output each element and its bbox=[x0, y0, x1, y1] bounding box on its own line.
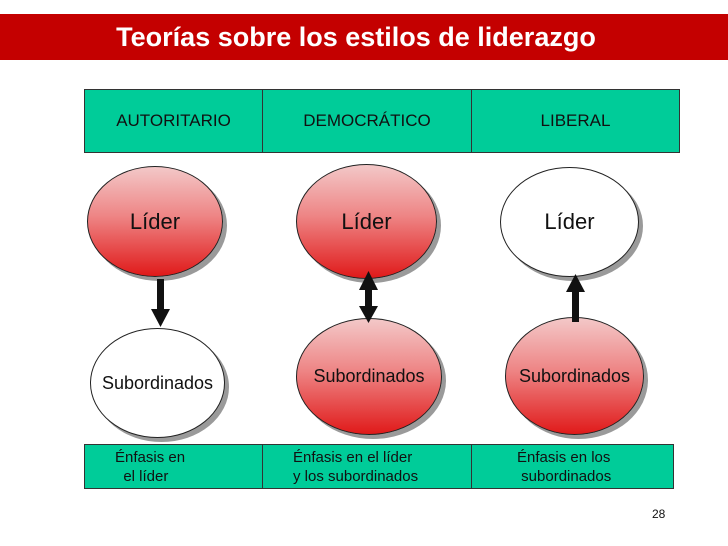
emphasis-line: Énfasis en los bbox=[517, 449, 611, 466]
emphasis-democratico: Énfasis en el líder y los subordinados bbox=[263, 445, 472, 488]
leader-label: Líder bbox=[341, 208, 392, 234]
emphasis-liberal: Énfasis en los subordinados bbox=[472, 445, 673, 488]
emphasis-line: el líder bbox=[115, 468, 169, 485]
leader-label: Líder bbox=[544, 209, 595, 234]
page-number: 28 bbox=[652, 507, 666, 521]
page-title: Teorías sobre los estilos de liderazgo bbox=[116, 21, 596, 52]
leader-ellipse-autoritario: Líder bbox=[87, 166, 223, 277]
leader-ellipse-democratico: Líder bbox=[296, 164, 437, 279]
leader-label: Líder bbox=[129, 208, 181, 234]
leader-ellipse-liberal: Líder bbox=[500, 167, 639, 277]
emphasis-line: Énfasis en el líder bbox=[293, 449, 413, 466]
subordinates-ellipse-democratico: Subordinados bbox=[296, 318, 442, 435]
subordinates-label: Subordinados bbox=[313, 366, 425, 386]
emphasis-table: Énfasis en el líder Énfasis en el líder … bbox=[84, 444, 674, 489]
emphasis-autoritario: Énfasis en el líder bbox=[85, 445, 263, 488]
arrow-bidirectional-democratico bbox=[359, 271, 378, 323]
arrow-up-liberal bbox=[566, 274, 585, 322]
subordinates-label: Subordinados bbox=[518, 365, 631, 386]
style-autoritario: AUTORITARIO bbox=[85, 90, 263, 152]
styles-header-table: AUTORITARIO DEMOCRÁTICO LIBERAL bbox=[84, 89, 680, 153]
emphasis-line: subordinados bbox=[517, 468, 612, 485]
emphasis-line: y los subordinados bbox=[293, 468, 419, 485]
arrow-down-autoritario bbox=[151, 279, 170, 327]
emphasis-line: Énfasis en bbox=[115, 449, 186, 466]
subordinates-ellipse-autoritario: Subordinados bbox=[90, 328, 225, 438]
title-bar: Teorías sobre los estilos de liderazgo bbox=[0, 14, 728, 60]
style-democratico: DEMOCRÁTICO bbox=[263, 90, 472, 152]
subordinates-ellipse-liberal: Subordinados bbox=[505, 317, 644, 435]
style-liberal: LIBERAL bbox=[540, 111, 611, 130]
subordinates-label: Subordinados bbox=[101, 372, 214, 393]
